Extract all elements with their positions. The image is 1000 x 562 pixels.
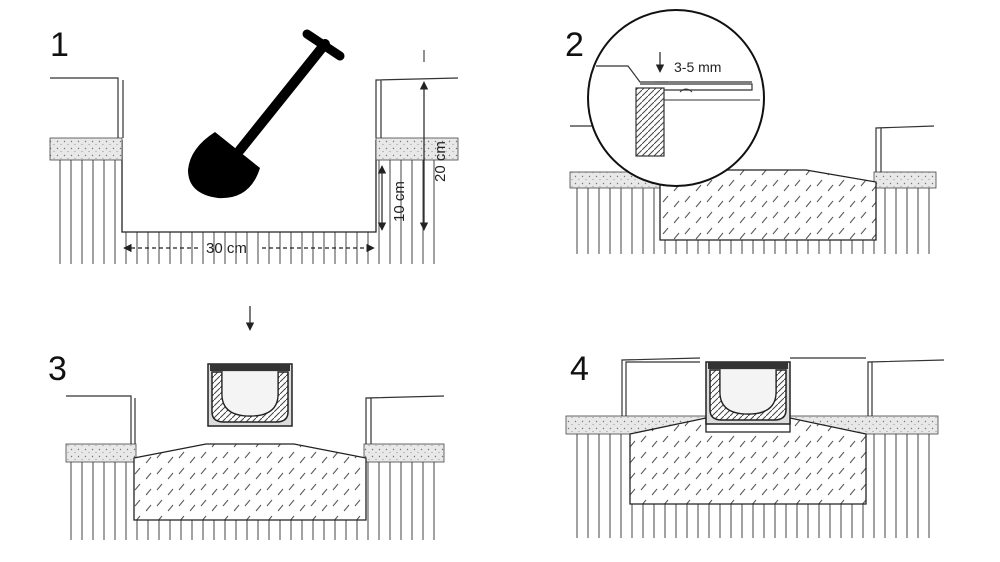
step-4-panel: 4 bbox=[565, 350, 945, 538]
paving-slab-left bbox=[50, 77, 124, 138]
paving-slab-right bbox=[375, 77, 459, 138]
gravel-layer-right bbox=[375, 137, 459, 161]
paving-slab-right bbox=[867, 359, 945, 416]
soil-left bbox=[68, 462, 132, 540]
detail-magnifier: 3-5 mm bbox=[587, 9, 765, 187]
width-label: 30 cm bbox=[206, 240, 247, 257]
step-1-panel: 1 30 cm 10 cm 20 cm bbox=[49, 26, 459, 264]
gravel-layer-left bbox=[49, 137, 123, 161]
gravel-layer-right bbox=[363, 443, 445, 463]
inner-depth-label: 10 cm bbox=[391, 181, 408, 222]
paving-slab-left bbox=[621, 357, 701, 416]
soil-right bbox=[866, 434, 936, 538]
concrete-bed bbox=[133, 443, 367, 521]
soil-right bbox=[376, 160, 444, 264]
drainage-channel bbox=[705, 361, 791, 425]
soil-right bbox=[878, 188, 934, 254]
step-3-panel: 3 bbox=[48, 306, 445, 540]
paving-slab-right bbox=[365, 395, 445, 444]
soil-right bbox=[366, 462, 444, 540]
soil-left bbox=[50, 160, 122, 264]
step-number: 1 bbox=[50, 26, 69, 64]
concrete-bed bbox=[629, 417, 867, 505]
step-2-panel: 2 3-5 mm bbox=[565, 9, 937, 254]
gap-label: 3-5 mm bbox=[674, 59, 721, 75]
shovel-icon bbox=[188, 29, 345, 199]
paving-slab-right bbox=[875, 125, 935, 172]
total-depth-label: 20 cm bbox=[432, 141, 449, 182]
soil-left bbox=[570, 188, 656, 254]
drainage-channel bbox=[207, 363, 293, 427]
gravel-layer-right bbox=[873, 171, 937, 189]
step-number: 4 bbox=[570, 350, 589, 388]
step-number: 3 bbox=[48, 350, 67, 388]
step-number: 2 bbox=[565, 26, 584, 64]
paving-slab-left bbox=[66, 395, 136, 444]
soil-left bbox=[568, 434, 630, 538]
gravel-layer-left bbox=[65, 443, 137, 463]
